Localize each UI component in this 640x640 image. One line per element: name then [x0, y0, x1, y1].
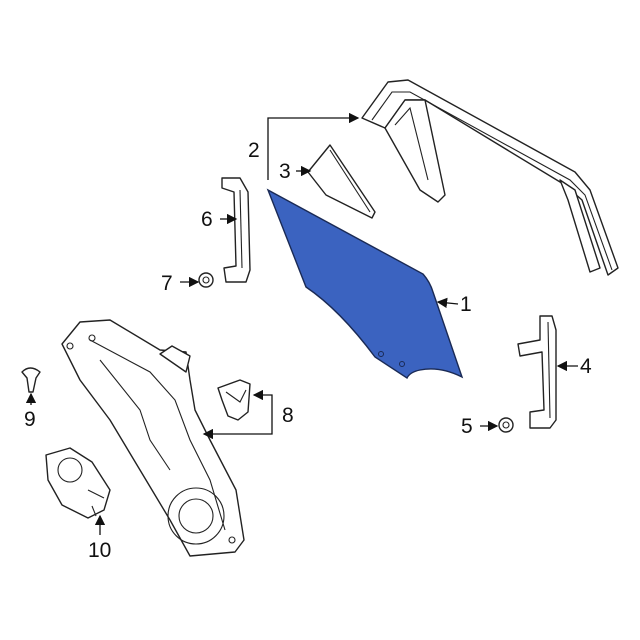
callout-4: 4	[580, 355, 592, 378]
part-1-door-glass[interactable]	[266, 188, 464, 380]
part-6-glass-channel[interactable]	[221, 177, 251, 283]
callout-7: 7	[161, 272, 173, 295]
callout-9: 9	[24, 408, 36, 431]
callout-1: 1	[460, 293, 472, 316]
glass-hole	[399, 361, 405, 367]
part-7-nut[interactable]	[198, 272, 214, 288]
part-2-window-frame[interactable]	[361, 79, 619, 276]
part-8-guide[interactable]	[217, 379, 251, 421]
part-9-clip[interactable]	[21, 367, 41, 393]
callout-2: 2	[248, 139, 260, 162]
part-10-motor[interactable]	[45, 447, 111, 519]
part-5-nut[interactable]	[498, 417, 514, 433]
glass-hole	[378, 351, 384, 357]
leader-lines	[25, 112, 578, 535]
callout-10: 10	[88, 539, 111, 562]
callout-3: 3	[279, 160, 291, 183]
window-regulator-panel[interactable]	[61, 319, 245, 557]
callout-6: 6	[201, 208, 213, 231]
part-4-glass-channel[interactable]	[517, 315, 557, 429]
part-3-quarter-glass[interactable]	[307, 144, 376, 219]
callout-8: 8	[282, 404, 294, 427]
callout-5: 5	[461, 415, 473, 438]
